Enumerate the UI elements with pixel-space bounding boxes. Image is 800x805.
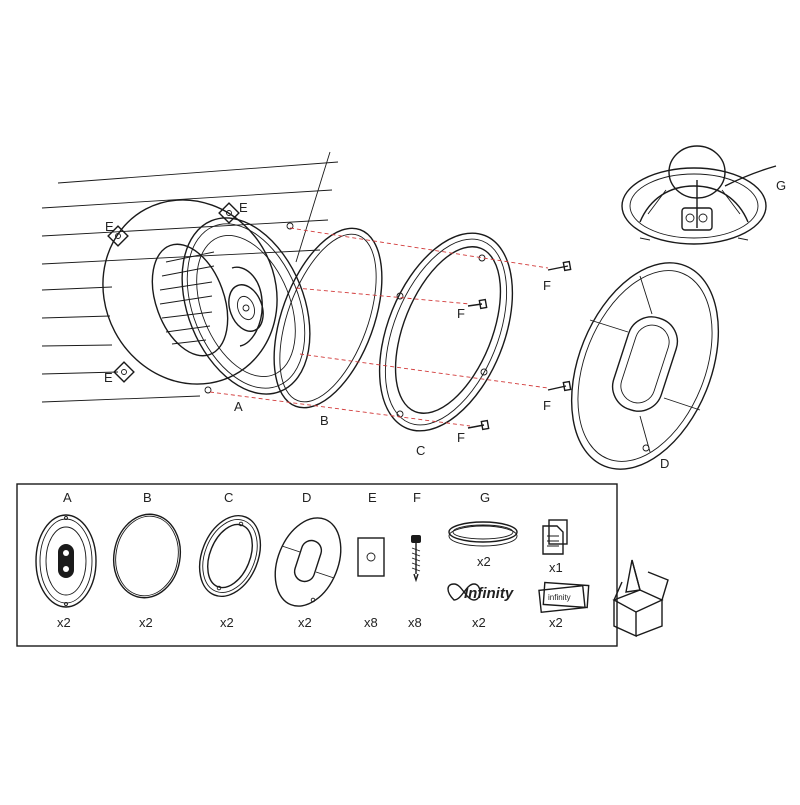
clip-e-bottom-left bbox=[113, 361, 135, 383]
clip-e-top-left bbox=[107, 225, 129, 247]
screws-f bbox=[467, 260, 572, 431]
callout-f-3: F bbox=[543, 398, 551, 413]
part-f-screw bbox=[411, 535, 421, 583]
part-b-gasket bbox=[112, 513, 182, 599]
qty-a: x2 bbox=[57, 615, 71, 630]
callout-b: B bbox=[320, 413, 329, 428]
grille-d bbox=[570, 262, 720, 470]
mounting-plate bbox=[102, 199, 278, 385]
part-g-cable-ties bbox=[448, 521, 518, 547]
logo-text: Infinity bbox=[464, 585, 514, 602]
callout-d: D bbox=[660, 456, 669, 471]
qty-docs: x1 bbox=[549, 560, 563, 575]
parts-label-a: A bbox=[63, 490, 72, 505]
qty-g: x2 bbox=[477, 554, 491, 569]
qty-c: x2 bbox=[220, 615, 234, 630]
qty-badge: x2 bbox=[549, 615, 563, 630]
badge-text: infinity bbox=[548, 593, 571, 602]
qty-d: x2 bbox=[298, 615, 312, 630]
callout-g: G bbox=[776, 178, 786, 193]
parts-label-c: C bbox=[224, 490, 233, 505]
callout-c: C bbox=[416, 443, 425, 458]
open-box-icon bbox=[612, 559, 669, 638]
parts-legend-box bbox=[16, 483, 618, 647]
speaker-g-rear bbox=[621, 145, 777, 245]
callout-f-1: F bbox=[543, 278, 551, 293]
part-e-clip bbox=[357, 537, 385, 577]
parts-label-f: F bbox=[413, 490, 421, 505]
part-c-ring bbox=[198, 514, 262, 598]
door-panel bbox=[41, 151, 339, 403]
qty-f: x8 bbox=[408, 615, 422, 630]
part-docs-icon bbox=[542, 519, 568, 555]
callout-f-4: F bbox=[457, 430, 465, 445]
part-logo: Infinity bbox=[447, 583, 514, 602]
callout-e-3: E bbox=[104, 370, 113, 385]
qty-e: x8 bbox=[364, 615, 378, 630]
parts-label-d: D bbox=[302, 490, 311, 505]
callout-a: A bbox=[234, 399, 243, 414]
callout-e-1: E bbox=[105, 219, 114, 234]
ring-c bbox=[378, 232, 514, 432]
callout-f-2: F bbox=[457, 306, 465, 321]
callout-e-2: E bbox=[239, 200, 248, 215]
qty-b: x2 bbox=[139, 615, 153, 630]
qty-logo: x2 bbox=[472, 615, 486, 630]
speaker-a bbox=[151, 217, 311, 395]
part-d-grille bbox=[274, 517, 342, 607]
screw-f-1 bbox=[547, 260, 572, 272]
gasket-b bbox=[273, 227, 383, 409]
part-badge: infinity bbox=[538, 581, 590, 614]
screw-f-2 bbox=[467, 298, 488, 310]
parts-label-b: B bbox=[143, 490, 152, 505]
alignment-guides bbox=[209, 227, 549, 427]
screw-f-4 bbox=[467, 419, 490, 431]
parts-label-g: G bbox=[480, 490, 490, 505]
screw-f-3 bbox=[547, 380, 572, 392]
part-a-speaker bbox=[35, 514, 97, 608]
parts-label-e: E bbox=[368, 490, 377, 505]
